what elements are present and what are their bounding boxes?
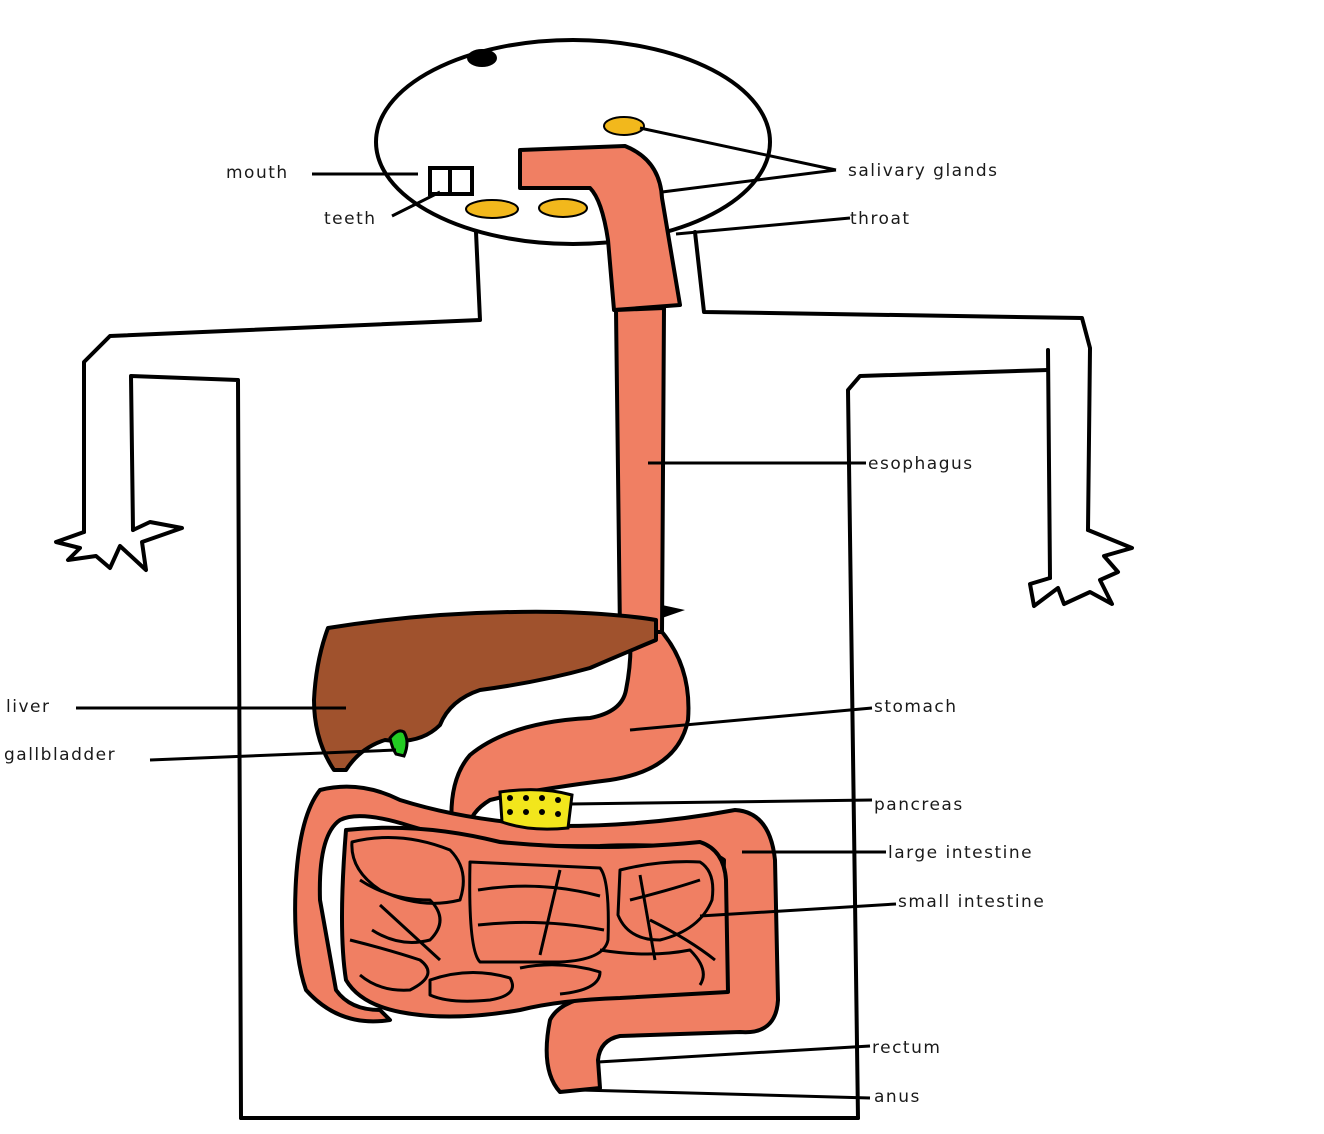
esophagus-tip [662,605,685,618]
right-hand [1028,528,1134,608]
salivary-gland [603,116,645,136]
labels: mouth teeth salivary glands throat esoph… [4,161,1045,1107]
leader-small-intestine [699,902,897,918]
large-intestine-organ [293,784,780,1094]
leader-salivary-2 [661,168,837,194]
digestive-tract [293,144,780,1094]
right-arm-outline [693,230,1092,532]
label-stomach: stomach [874,697,958,717]
label-large-intestine: large intestine [888,843,1033,863]
salivary-gland [465,199,519,219]
leader-anus [579,1088,871,1100]
label-salivary-glands: salivary glands [848,161,999,181]
label-small-intestine: small intestine [898,892,1045,912]
label-teeth: teeth [324,209,377,229]
mouth-region [428,116,645,219]
leader-throat [675,216,851,236]
left-arm-inner [129,374,243,1120]
leader-rectum [597,1044,871,1064]
left-hand [54,520,184,572]
salivary-gland [538,198,588,218]
label-anus: anus [874,1087,921,1107]
torso-right [846,368,1050,1120]
esophagus-organ [614,306,666,636]
label-rectum: rectum [872,1038,941,1058]
leader-pancreas [569,798,873,806]
label-esophagus: esophagus [868,454,974,474]
head [374,38,772,246]
intestine-loops [349,836,716,1003]
label-mouth: mouth [226,163,289,183]
right-arm-inner [1046,348,1052,580]
body-outline [54,38,1134,1120]
leader-salivary-1 [639,126,837,172]
leader-lines [76,126,897,1100]
left-arm-outline [82,230,482,534]
label-throat: throat [850,209,911,229]
gallbladder-organ [388,729,409,758]
label-liver: liver [6,697,50,717]
throat-organ [518,144,682,312]
leader-stomach [629,706,873,732]
label-pancreas: pancreas [874,795,964,815]
leader-teeth [391,190,441,218]
leader-gallbladder [149,748,397,762]
tooth [428,166,452,196]
label-gallbladder: gallbladder [4,745,116,765]
pancreas-organ [498,788,574,831]
tooth [448,166,474,196]
eye [467,49,497,67]
